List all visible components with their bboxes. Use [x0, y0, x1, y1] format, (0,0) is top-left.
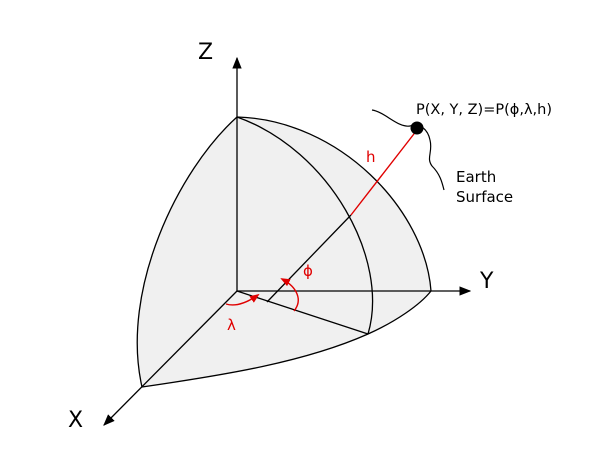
x-axis: [103, 290, 238, 426]
sphere-octant-surface: [136, 116, 432, 388]
earth-surface-label-line2: Surface: [456, 188, 513, 206]
meridian-arc: [236, 116, 374, 335]
latitude-arc: [280, 278, 299, 312]
x-axis-label: X: [68, 408, 83, 433]
normal-line: [266, 214, 352, 303]
earth-surface-wavy-line: [371, 109, 445, 191]
height-line: [350, 129, 418, 216]
longitude-label: λ: [227, 316, 236, 334]
z-axis-label: Z: [198, 40, 213, 65]
y-axis-label: Y: [479, 269, 494, 294]
earth-surface-label-line1: Earth: [456, 168, 496, 186]
point-p-marker: [410, 121, 424, 135]
height-label: h: [366, 148, 376, 166]
point-label: P(X, Y, Z)=P(ϕ,λ,h): [416, 102, 552, 118]
latitude-label: ϕ: [303, 262, 313, 280]
longitude-arc: [225, 293, 260, 306]
